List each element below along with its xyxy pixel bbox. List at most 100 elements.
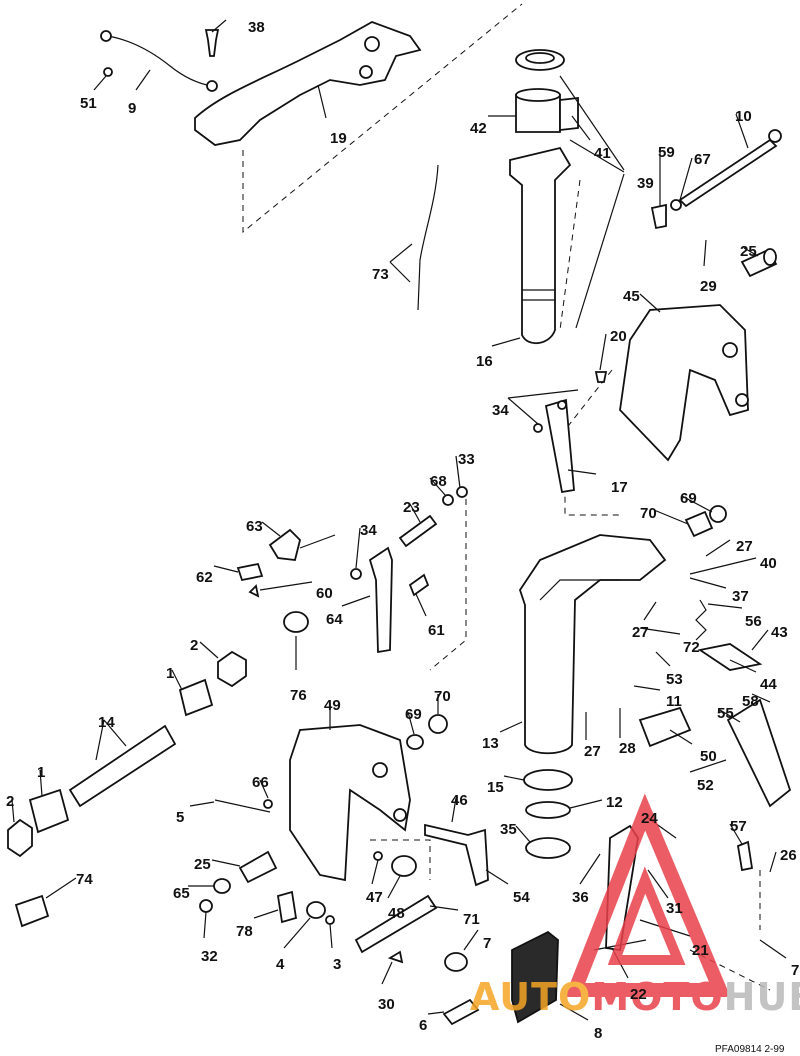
part-6-roller — [442, 998, 480, 1026]
callout-48: 48 — [388, 905, 405, 922]
part-2-nut-upper — [217, 650, 247, 688]
callout-12: 12 — [606, 794, 623, 811]
part-44-arm — [697, 643, 763, 671]
callout-36: 36 — [572, 889, 589, 906]
callout-2: 2 — [6, 793, 14, 810]
callout-30: 30 — [378, 996, 395, 1013]
callout-73: 73 — [372, 266, 389, 283]
callout-6: 6 — [419, 1017, 427, 1034]
callout-58: 58 — [742, 693, 759, 710]
callout-62: 62 — [196, 569, 213, 586]
callout-53: 53 — [666, 671, 683, 688]
callout-39: 39 — [637, 175, 654, 192]
callout-34: 34 — [360, 522, 377, 539]
part-46-spring-lever — [424, 823, 489, 887]
callout-41: 41 — [594, 145, 611, 162]
part-1-bushing-upper — [178, 678, 214, 717]
callout-34: 34 — [492, 402, 509, 419]
part-73-cable — [417, 164, 439, 311]
callout-10: 10 — [735, 108, 752, 125]
callout-19: 19 — [330, 130, 347, 147]
callout-29: 29 — [700, 278, 717, 295]
callout-37: 37 — [732, 588, 749, 605]
part-2-nut-lower — [7, 818, 33, 858]
callout-63: 63 — [246, 518, 263, 535]
callout-7: 7 — [483, 935, 491, 952]
callout-25: 25 — [194, 856, 211, 873]
part-19-steering-arm — [194, 21, 422, 146]
part-50-bracket — [638, 706, 692, 748]
watermark: AUTOMOTOHUB — [470, 793, 800, 1019]
callout-42: 42 — [470, 120, 487, 137]
part-1-bushing-lower — [28, 788, 70, 834]
callout-28: 28 — [619, 740, 636, 757]
part-52-plate — [726, 698, 792, 808]
callout-4: 4 — [276, 956, 285, 973]
callout-47: 47 — [366, 889, 383, 906]
svg-text:AUTOMOTOHUB: AUTOMOTOHUB — [470, 975, 800, 1019]
callout-45: 45 — [623, 288, 640, 305]
callout-52: 52 — [697, 777, 714, 794]
callout-65: 65 — [173, 885, 190, 902]
callout-27: 27 — [736, 538, 753, 555]
part-8-bracket — [511, 930, 559, 1024]
callout-32: 32 — [201, 948, 218, 965]
callout-17: 17 — [611, 479, 628, 496]
part-64-link — [368, 546, 393, 654]
watermark-text-hub: HUB — [724, 975, 800, 1019]
callout-9: 9 — [128, 100, 136, 117]
part-15-bushing — [523, 769, 573, 791]
watermark-triangle-icon — [564, 793, 731, 997]
callout-27: 27 — [632, 624, 649, 641]
callout-49: 49 — [324, 697, 341, 714]
callout-20: 20 — [610, 328, 627, 345]
callout-38: 38 — [248, 19, 265, 36]
callout-54: 54 — [513, 889, 530, 906]
callout-22: 22 — [630, 986, 647, 1003]
callout-40: 40 — [760, 555, 777, 572]
callout-15: 15 — [487, 779, 504, 796]
callout-1: 1 — [37, 764, 45, 781]
part-23-stud — [398, 514, 438, 548]
callout-69: 69 — [405, 706, 422, 723]
part-9-ground-strap — [107, 35, 213, 87]
callout-68: 68 — [430, 473, 447, 490]
part-71-plate — [354, 894, 438, 954]
callout-16: 16 — [476, 353, 493, 370]
part-17-link — [544, 398, 575, 494]
part-49-clamp-bracket — [289, 724, 411, 882]
callout-24: 24 — [641, 810, 658, 827]
part-7-nut — [444, 952, 468, 972]
callout-70: 70 — [434, 688, 451, 705]
callout-31: 31 — [666, 900, 683, 917]
part-13-swivel-bracket — [519, 534, 667, 755]
watermark-text-auto: AUTO — [470, 975, 591, 1019]
part-59-clip — [650, 203, 667, 230]
watermark-text-moto: MOTO — [591, 975, 723, 1019]
part-56-spring — [695, 599, 707, 641]
part-63-lever — [268, 528, 301, 561]
callout-23: 23 — [403, 499, 420, 516]
part-70-bushing — [684, 510, 714, 538]
part-45-stern-bracket — [619, 304, 749, 462]
callout-11: 11 — [666, 693, 682, 710]
part-10-rod — [678, 138, 778, 208]
callout-70: 70 — [640, 505, 657, 522]
callout-43: 43 — [771, 624, 788, 641]
part-25-pin-lower — [238, 850, 278, 884]
callout-2: 2 — [190, 637, 198, 654]
callout-13: 13 — [482, 735, 499, 752]
part-76-bushing — [283, 611, 309, 633]
callout-67: 67 — [694, 151, 711, 168]
callout-44: 44 — [760, 676, 777, 693]
callout-25: 25 — [740, 243, 757, 260]
callout-35: 35 — [500, 821, 517, 838]
callout-64: 64 — [326, 611, 343, 628]
callout-21: 21 — [692, 942, 709, 959]
callout-46: 46 — [451, 792, 468, 809]
part-74-cap — [14, 894, 50, 928]
assembly-lines — [242, 3, 771, 991]
